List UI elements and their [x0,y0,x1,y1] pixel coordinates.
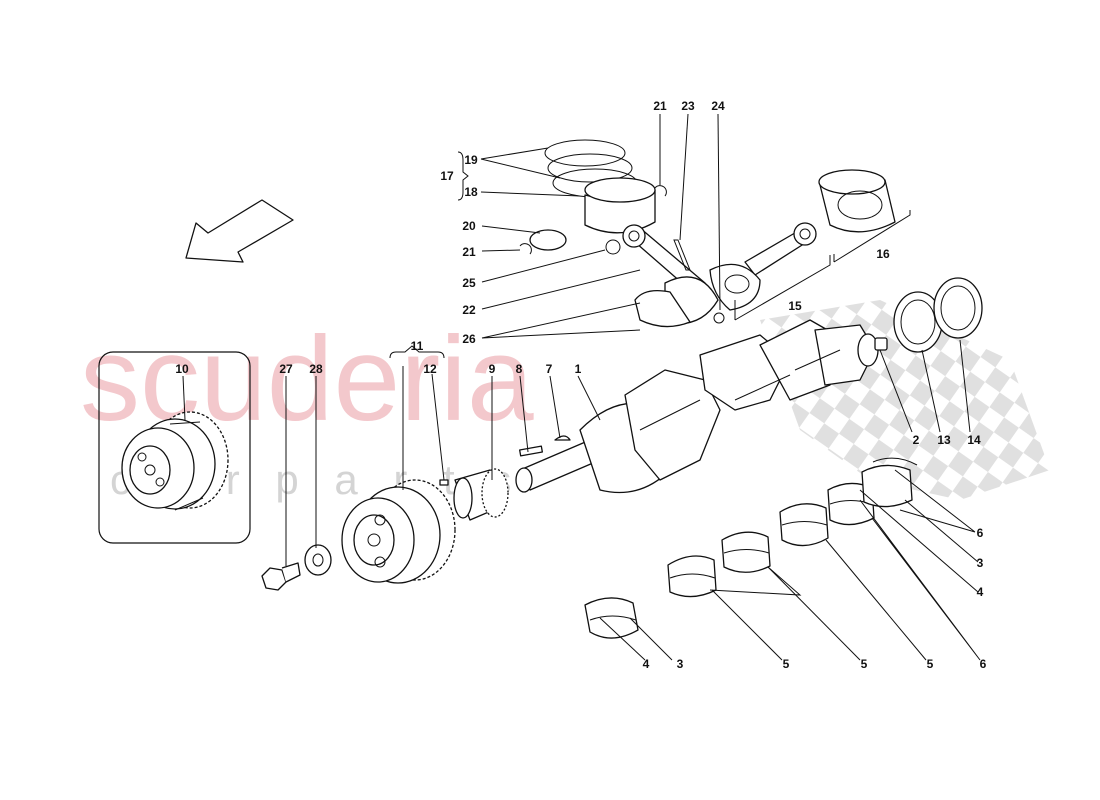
bearing-shells [584,457,918,639]
front-pulley [341,479,456,584]
inset-box [98,351,251,544]
callout-11: 11 [411,339,424,353]
callout-labels: 1 2 3 3 4 4 5 5 5 6 6 7 8 9 10 11 12 13 … [175,99,986,671]
callout-18: 18 [464,185,478,199]
callout-1: 1 [575,362,582,376]
callout-21-left: 21 [462,245,476,259]
callout-3-right: 3 [977,556,984,570]
callout-22: 22 [462,303,476,317]
callout-13: 13 [937,433,951,447]
woodruff-keys [518,435,571,457]
callout-20: 20 [462,219,476,233]
connecting-rod-right [709,222,817,311]
callout-17: 17 [440,169,454,183]
callout-19: 19 [464,153,478,167]
callout-4-right: 4 [977,585,984,599]
callout-21-top: 21 [653,99,667,113]
callout-10: 10 [175,362,189,376]
callout-5-b: 5 [861,657,868,671]
bearing-shell-2 [667,555,717,598]
callout-26: 26 [462,332,476,346]
callout-27: 27 [279,362,293,376]
connecting-rod-left [622,224,725,328]
callout-4-bottom: 4 [643,657,650,671]
direction-arrow [185,199,294,263]
crankshaft [515,319,888,494]
seal-rings [893,277,983,353]
bearing-shell-3 [721,531,771,573]
bearing-shell-1 [584,597,639,639]
callout-8: 8 [516,362,523,376]
leader-lines [182,113,981,661]
pulley-inset [121,411,229,511]
washer [304,544,332,576]
callout-3-bottom: 3 [677,657,684,671]
piston-assembly-right [818,169,896,233]
bearing-shell-4 [779,503,829,547]
watermark-text: scuderia [80,312,534,446]
thrust-bearing [861,457,918,508]
timing-gear [453,468,509,521]
callout-14: 14 [967,433,981,447]
callout-16: 16 [876,247,890,261]
callout-12: 12 [423,362,437,376]
callout-9: 9 [489,362,496,376]
callout-28: 28 [309,362,323,376]
callout-15: 15 [788,299,802,313]
bolt [261,562,301,591]
callout-25: 25 [462,276,476,290]
callout-6-right: 6 [977,526,984,540]
callout-2: 2 [913,433,920,447]
piston-assembly-left [519,139,667,255]
callout-23: 23 [681,99,695,113]
callout-24: 24 [711,99,725,113]
callout-5-a: 5 [783,657,790,671]
callout-5-c: 5 [927,657,934,671]
callout-6-bottom: 6 [980,657,987,671]
callout-7: 7 [546,362,553,376]
